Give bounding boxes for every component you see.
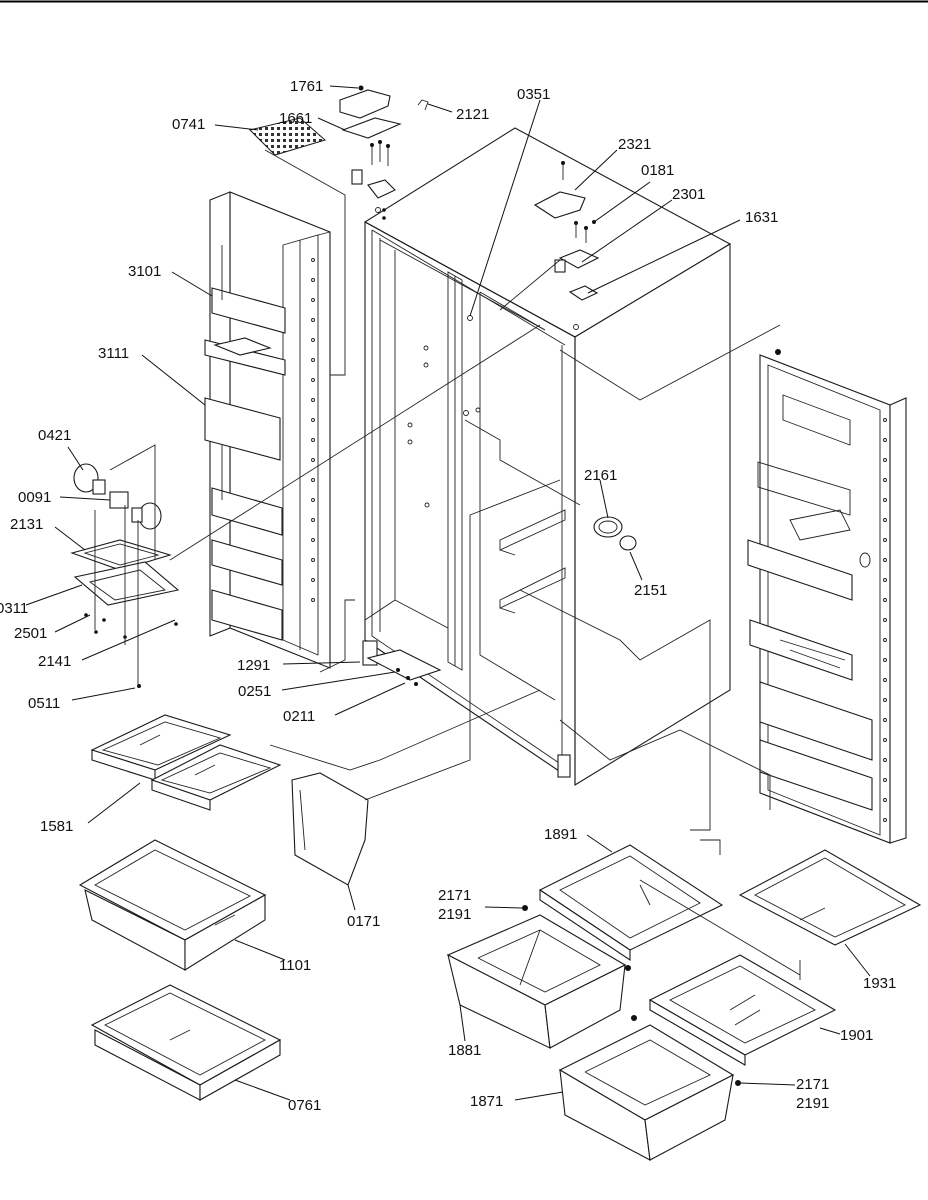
label-0251: 0251: [238, 683, 271, 700]
label-1761: 1761: [290, 78, 323, 95]
shelf-0761: [90, 984, 282, 1101]
crisper-drawer-1881: [446, 905, 631, 1049]
label-0511: 0511: [28, 695, 60, 712]
label-1631: 1631: [745, 209, 778, 226]
label-0351: 0351: [517, 86, 550, 103]
top-grille: [249, 117, 327, 156]
crisper-cover-1901: [648, 954, 837, 1066]
label-0091: 0091: [18, 489, 51, 506]
freezer-shelf-1581: [90, 714, 282, 811]
label-2171-upper: 2171: [438, 887, 471, 904]
label-3111: 3111: [98, 345, 129, 362]
connector-lines: [94, 149, 801, 980]
part-labels: 1761 1661 2121 0741 0351 2321 0181 2301 …: [0, 78, 896, 1114]
bottom-hinge: [366, 649, 442, 686]
label-2191-upper: 2191: [438, 906, 471, 923]
leader-lines: [25, 85, 871, 1101]
fresh-food-door: [747, 349, 907, 844]
label-0211: 0211: [283, 708, 315, 725]
label-0421: 0421: [38, 427, 71, 444]
label-2131: 2131: [10, 516, 43, 533]
fresh-food-top-hinge-group: [533, 161, 600, 301]
label-2171-lower: 2171: [796, 1076, 829, 1093]
label-2301: 2301: [672, 186, 705, 203]
label-1101: 1101: [279, 957, 311, 974]
cabinet: [362, 127, 732, 786]
label-2141: 2141: [38, 653, 71, 670]
label-2161: 2161: [584, 467, 617, 484]
label-2191-lower: 2191: [796, 1095, 829, 1112]
label-1901: 1901: [840, 1027, 873, 1044]
label-1891: 1891: [544, 826, 577, 843]
crisper-drawer-1871: [558, 1015, 741, 1161]
label-1581: 1581: [40, 818, 73, 835]
label-0311: 0311: [0, 600, 28, 617]
label-0181: 0181: [641, 162, 674, 179]
label-0761: 0761: [288, 1097, 321, 1114]
label-2121: 2121: [456, 106, 489, 123]
shelf-1931: [738, 849, 922, 946]
shelf-1101: [78, 839, 267, 971]
label-2321: 2321: [618, 136, 651, 153]
label-1291: 1291: [237, 657, 270, 674]
freezer-door: [204, 191, 331, 669]
label-3101: 3101: [128, 263, 161, 280]
crisper-cover-1891: [538, 844, 724, 962]
label-1871: 1871: [470, 1093, 503, 1110]
light-assembly: [70, 463, 180, 688]
label-2501: 2501: [14, 625, 47, 642]
cover-0171: [291, 772, 369, 886]
label-1661: 1661: [279, 110, 312, 127]
label-1931: 1931: [863, 975, 896, 992]
label-2151: 2151: [634, 582, 667, 599]
label-1881: 1881: [448, 1042, 481, 1059]
freezer-top-hinge-group: [339, 85, 429, 220]
label-0741: 0741: [172, 116, 205, 133]
label-0171: 0171: [347, 913, 380, 930]
